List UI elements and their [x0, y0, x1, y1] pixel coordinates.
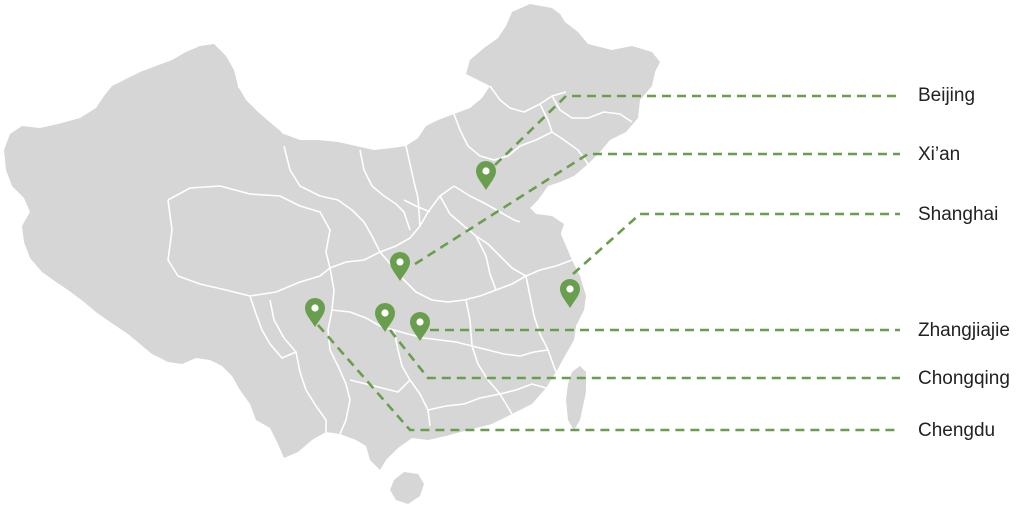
province-borders: [167, 85, 633, 435]
shandong-peninsula: [520, 214, 564, 240]
beijing-leader-line: [494, 94, 900, 166]
leader-lines: [317, 94, 900, 432]
shanghai-pin-icon[interactable]: [560, 279, 580, 308]
chengdu-pin-icon[interactable]: [305, 298, 325, 327]
location-pins: [305, 161, 580, 341]
chengdu-label[interactable]: Chengdu: [918, 420, 995, 441]
china-mainland: [4, 4, 660, 470]
chongqing-label[interactable]: Chongqing: [918, 368, 1010, 389]
beijing-label[interactable]: Beijing: [918, 85, 975, 106]
chengdu-leader-line: [317, 324, 900, 432]
chongqing-pin-icon[interactable]: [375, 303, 395, 332]
chongqing-leader-line: [388, 329, 900, 380]
xian-pin-icon[interactable]: [390, 252, 410, 281]
zhangjiajie-pin-icon[interactable]: [410, 312, 430, 341]
xian-label[interactable]: Xi’an: [918, 144, 960, 165]
shanghai-leader-line: [572, 212, 900, 275]
hainan-island: [390, 472, 424, 504]
xian-leader-line: [414, 152, 900, 266]
beijing-pin-icon[interactable]: [476, 161, 496, 190]
taiwan-island: [566, 366, 586, 430]
zhangjiajie-label[interactable]: Zhangjiajie: [918, 320, 1010, 341]
shanghai-label[interactable]: Shanghai: [918, 204, 998, 225]
city-labels: Beijing Xi’an Shanghai Zhangjiajie Chong…: [918, 85, 1010, 441]
